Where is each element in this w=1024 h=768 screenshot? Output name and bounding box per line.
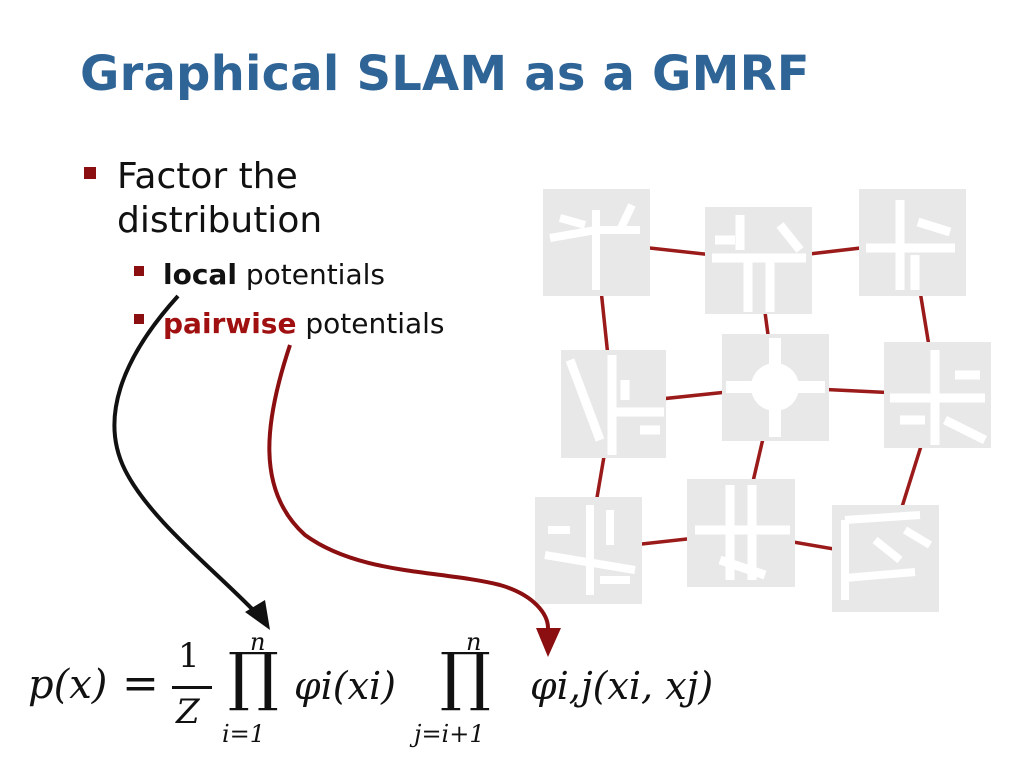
sub-bullet-marker-local bbox=[134, 266, 144, 276]
map-node-2 bbox=[705, 207, 812, 314]
factorization-formula: p(x) = 1 Z n ∏ i=1 φi(xi) n ∏ j=i+1 φi,j… bbox=[22, 628, 762, 758]
slide-title: Graphical SLAM as a GMRF bbox=[80, 46, 810, 102]
map-node-9 bbox=[832, 505, 939, 612]
pairwise-arrowhead bbox=[536, 628, 561, 657]
sub-bullet-pairwise: pairwise potentials bbox=[163, 307, 445, 340]
sub-bullet-marker-pairwise bbox=[134, 314, 144, 324]
formula-prod2-top: n bbox=[466, 628, 482, 656]
formula-term2: φi,j(xi, xj) bbox=[530, 664, 714, 708]
formula-frac-num: 1 bbox=[178, 636, 200, 676]
local-arrow bbox=[112, 294, 270, 630]
formula-term1: φi(xi) bbox=[294, 664, 396, 708]
map-node-4 bbox=[561, 350, 666, 458]
formula-prod2-symbol: ∏ bbox=[440, 640, 491, 714]
formula-prod1-symbol: ∏ bbox=[228, 640, 279, 714]
formula-prod1-bottom: i=1 bbox=[222, 720, 266, 748]
map-node-1 bbox=[543, 189, 650, 296]
pairwise-arrow bbox=[267, 344, 561, 657]
formula-prod1-top: n bbox=[250, 628, 266, 656]
map-node-3 bbox=[859, 189, 966, 296]
map-node-8 bbox=[687, 479, 795, 587]
formula-equals: = bbox=[122, 658, 159, 709]
pairwise-keyword: pairwise bbox=[163, 307, 297, 340]
formula-prod2-bottom: j=i+1 bbox=[414, 720, 485, 748]
formula-frac-bar bbox=[172, 686, 212, 689]
formula-frac-den: Z bbox=[176, 692, 200, 732]
pairwise-rest: potentials bbox=[296, 307, 445, 340]
bullet-main-text: Factor the distribution bbox=[117, 156, 323, 241]
map-node-7 bbox=[535, 497, 642, 604]
local-arrowhead bbox=[245, 600, 270, 630]
map-node-6 bbox=[884, 342, 991, 448]
local-rest: potentials bbox=[236, 258, 385, 291]
map-node-5 bbox=[722, 334, 829, 441]
formula-lhs: p(x) bbox=[28, 662, 108, 708]
local-keyword: local bbox=[163, 258, 237, 291]
bullet-marker bbox=[84, 167, 96, 179]
sub-bullet-local: local potentials bbox=[163, 258, 385, 291]
